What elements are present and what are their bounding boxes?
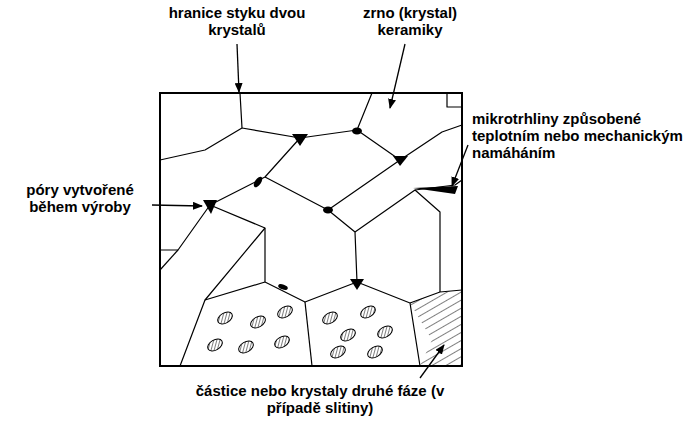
microcrack-label: mikrotrhliny způsobené teplotním nebo me… [472, 110, 687, 161]
second-phase-label: částice nebo krystaly druhé fáze (v příp… [185, 382, 455, 416]
grain-label: zrno (krystal) keramiky [335, 4, 485, 38]
pore-label: póry vytvořené během výroby [8, 181, 152, 215]
boundary-label: hranice styku dvou krystalů [162, 4, 312, 38]
